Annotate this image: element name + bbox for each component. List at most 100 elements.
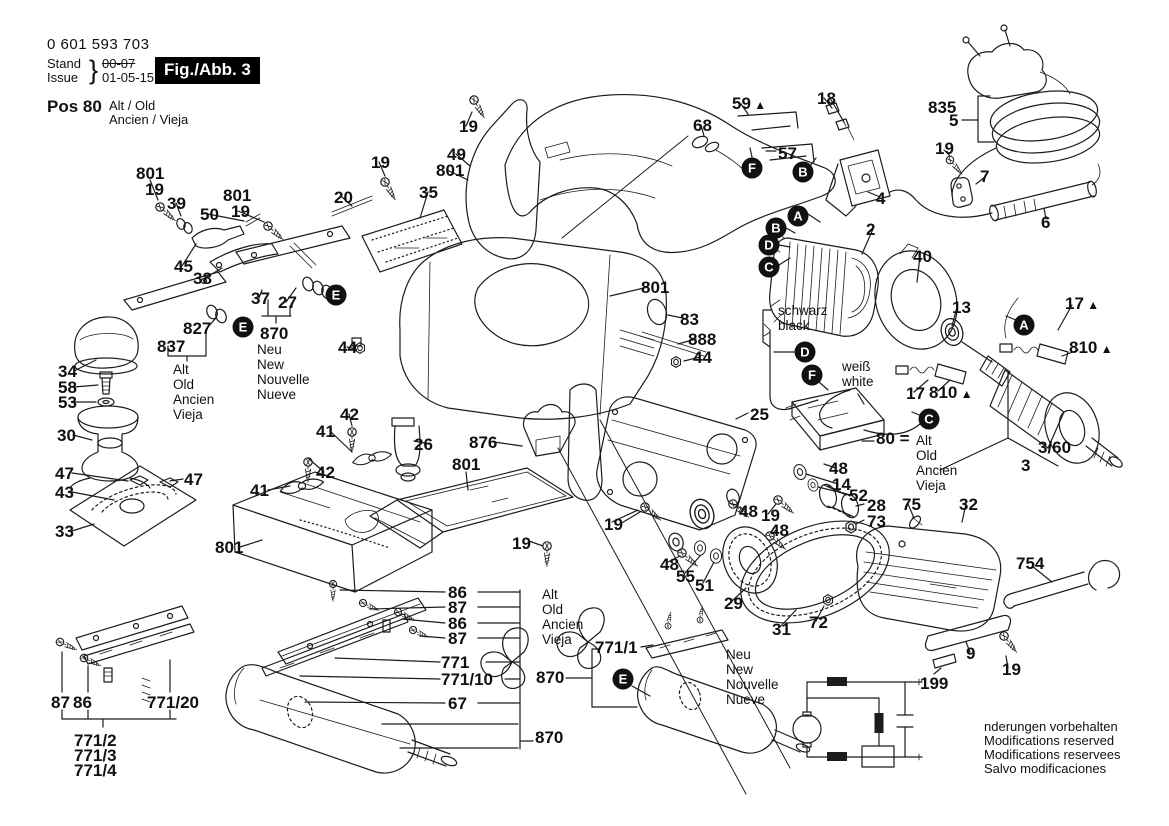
- wire-color-black-line: schwarz: [778, 303, 828, 318]
- part-callout-771-20: 771/20: [147, 693, 199, 712]
- wire-marker-B: B: [792, 161, 814, 183]
- part-callout-801: 801: [136, 164, 165, 183]
- legend-old-837-line: Alt: [173, 362, 189, 377]
- wire-marker-F: F: [801, 364, 823, 386]
- part-callout-48: 48: [739, 502, 758, 521]
- wire-marker-D: D: [794, 341, 816, 363]
- part-callout-19: 19: [604, 515, 623, 534]
- part-callout-41: 41: [316, 422, 335, 441]
- wire-marker-B: B: [765, 217, 787, 239]
- part-callout-55: 55: [676, 567, 695, 586]
- legend-new-bottom-line: Nouvelle: [726, 677, 779, 693]
- pos-notes: Alt / Old Ancien / Vieja: [109, 98, 189, 128]
- part-callout-31: 31: [772, 620, 791, 639]
- old-version-triangle-icon: ▲: [750, 98, 767, 112]
- part-callout-45: 45: [174, 257, 193, 276]
- part-callout-771-4: 771/4: [74, 761, 117, 780]
- part-callout-38: 38: [193, 269, 212, 288]
- depth-knob-drawing: [69, 316, 197, 547]
- part-callout-43: 43: [55, 483, 74, 502]
- legend-old-837-line: Old: [173, 377, 195, 393]
- legend-old-bottom-line: Vieja: [542, 632, 572, 648]
- part-callout-40: 40: [913, 247, 932, 266]
- part-callout-42: 42: [316, 463, 335, 482]
- motor-side-plate-drawing: [567, 383, 798, 570]
- figure-badge: Fig./Abb. 3: [155, 57, 260, 84]
- issue-label: Issue: [47, 70, 79, 85]
- part-callout-48: 48: [829, 459, 848, 478]
- legend-old-switch-line: Vieja: [916, 478, 946, 494]
- wire-marker-F: F: [741, 157, 763, 179]
- part-callout-27: 27: [278, 293, 297, 312]
- superseded-date: 00-07: [102, 56, 136, 71]
- part-callout-870: 870: [535, 728, 564, 747]
- part-callout-57: 57: [778, 144, 797, 163]
- part-callout-26: 26: [414, 435, 433, 454]
- old-version-triangle-icon: ▲: [957, 387, 973, 401]
- rear-cover-drawing: [856, 525, 1121, 669]
- part-callout-19: 19: [761, 506, 780, 525]
- pos-note-2: Ancien / Vieja: [109, 112, 189, 128]
- part-callout-58: 58: [58, 378, 77, 397]
- part-callout-888: 888: [688, 330, 717, 349]
- housing-shells-drawing: [331, 93, 836, 420]
- part-callout-35: 35: [419, 183, 438, 202]
- part-callout-810: 810 ▲: [1069, 338, 1113, 357]
- wire-marker-C: C: [918, 408, 940, 430]
- part-callout-19: 19: [512, 534, 531, 553]
- legend-new-870-line: Neu: [257, 342, 282, 357]
- legend-old-bottom-line: Old: [542, 602, 564, 618]
- part-callout-49: 49: [447, 145, 466, 164]
- part-callout-87: 87: [448, 629, 467, 648]
- wire-marker-E: E: [232, 316, 254, 338]
- base-tray-drawing: [369, 403, 576, 568]
- part-callout-19: 19: [371, 153, 390, 172]
- part-callout-17: 17 ▲: [1065, 294, 1100, 313]
- part-callout-86: 86: [448, 583, 467, 602]
- disclaimer-line: Modifications reserved: [984, 733, 1115, 748]
- motor-parts-drawing: [769, 229, 1123, 468]
- legend-old-837-line: Ancien: [173, 392, 215, 408]
- part-callout-801: 801: [215, 538, 244, 557]
- part-callout-870: 870: [260, 324, 289, 343]
- pos-line: Pos 80: [47, 97, 102, 117]
- wire-color-black-line: black: [778, 318, 810, 334]
- part-callout-30: 30: [57, 426, 76, 445]
- part-callout-67: 67: [448, 694, 467, 713]
- part-callout-75: 75: [902, 495, 921, 514]
- disclaimer-line: Modifications reservees: [984, 747, 1121, 762]
- wire-marker-A: A: [1013, 314, 1035, 336]
- part-callout-837: 837: [157, 337, 186, 356]
- part-callout-37: 37: [251, 289, 270, 308]
- leader-lines: [61, 95, 1079, 750]
- part-callout-59: 59 ▲: [732, 94, 767, 113]
- belt-drive-drawing: [693, 462, 923, 624]
- part-callout-68: 68: [693, 116, 712, 135]
- legend-new-bottom-line: Neu: [726, 647, 751, 662]
- part-callout-7: 7: [980, 167, 990, 186]
- part-callout-801: 801: [452, 455, 481, 474]
- part-callout-3-60: 3/60: [1038, 438, 1072, 457]
- legend-old-switch-line: Alt: [916, 433, 932, 448]
- part-callout-2: 2: [866, 220, 876, 239]
- fence-parts-drawing: [54, 605, 195, 703]
- part-callout-47: 47: [55, 464, 74, 483]
- part-callout-754: 754: [1016, 554, 1045, 573]
- legend-old-837-line: Vieja: [173, 407, 203, 423]
- part-callout-771-1: 771/1: [595, 638, 638, 657]
- part-callout-50: 50: [200, 205, 219, 224]
- part-callout-835: 835: [928, 98, 957, 117]
- part-callout-19: 19: [1002, 660, 1021, 679]
- circuit-schematic-drawing: [792, 677, 923, 768]
- part-callout-51: 51: [695, 576, 714, 595]
- legend-old-switch-line: Old: [916, 448, 938, 464]
- part-callout-19: 19: [935, 139, 954, 158]
- part-callout-801: 801: [436, 161, 465, 180]
- wire-color-white-line: white: [842, 374, 874, 390]
